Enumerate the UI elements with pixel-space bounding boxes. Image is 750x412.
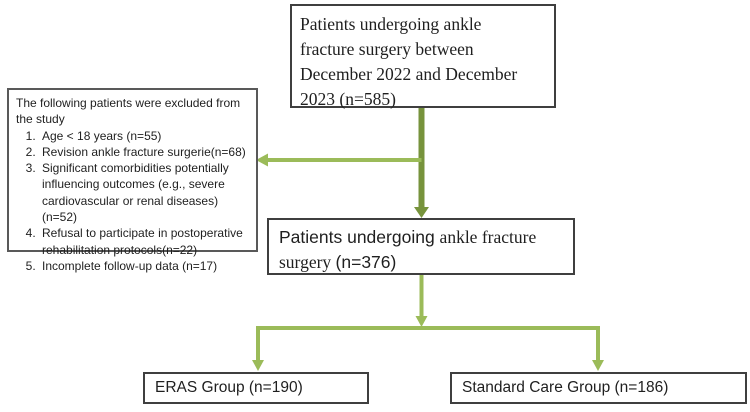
- enrolled-patients-box: Patients undergoing ankle fracture surge…: [267, 218, 575, 275]
- enrolled-text-part-3: surgery: [279, 251, 336, 272]
- exclusion-arrow: [256, 153, 422, 167]
- excluded-box-header: The following patients were excluded fro…: [16, 96, 241, 127]
- exclusion-item-refusal: Refusal to participate in postoperative …: [39, 225, 250, 258]
- eras-branch-arrow: [252, 328, 264, 371]
- initial-patients-box: Patients undergoing ankle fracture surge…: [290, 4, 556, 109]
- enrolled-text-part-2: ankle fracture: [439, 227, 537, 247]
- enrollment-arrow: [414, 108, 429, 218]
- excluded-patients-box: The following patients were excluded fro…: [7, 88, 258, 273]
- exclusion-item-comorbidities: Significant comorbidities potentially in…: [39, 160, 250, 225]
- standard-branch-arrow: [592, 328, 604, 371]
- exclusion-item-age: Age < 18 years (n=55): [39, 128, 250, 144]
- standard-care-group-box: Standard Care Group (n=186): [450, 372, 747, 404]
- enrolled-text-part-4: (n=376): [335, 251, 397, 272]
- exclusion-item-followup: Incomplete follow-up data (n=17): [39, 258, 250, 274]
- exclusion-item-revision: Revision ankle fracture surgerie(n=68): [39, 144, 250, 160]
- eras-group-box: ERAS Group (n=190): [143, 372, 369, 404]
- enrolled-text-part-1: Patients undergoing: [279, 227, 440, 247]
- exclusion-criteria-list: Age < 18 years (n=55) Revision ankle fra…: [16, 128, 250, 275]
- split-stem-arrow: [415, 275, 428, 327]
